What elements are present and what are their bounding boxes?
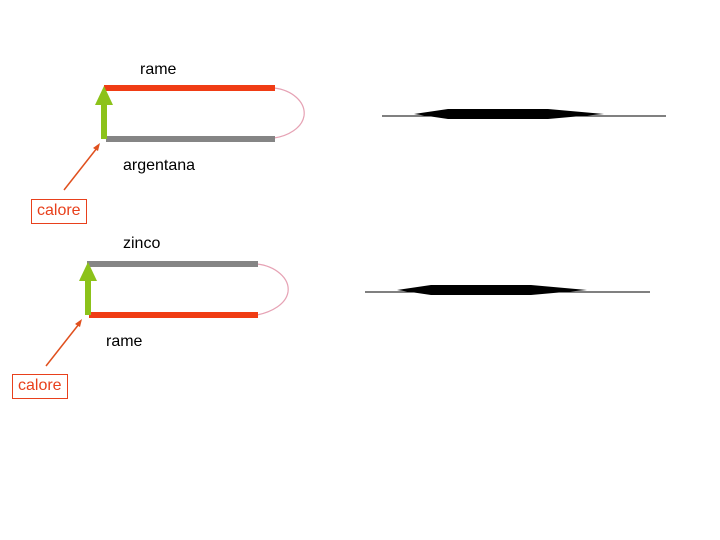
metal-label-rame-top: rame: [140, 61, 177, 78]
bending-arrow-head: [95, 86, 113, 105]
junction-loop: [273, 87, 305, 139]
galvanometer-needle-shape: [397, 285, 587, 295]
heat-label-box-1: calore: [31, 199, 87, 224]
metal-label-zinco: zinco: [123, 235, 161, 252]
metal-label-argentana: argentana: [123, 157, 196, 174]
bending-arrow-head: [79, 262, 97, 281]
heat-arrow-line: [45, 323, 80, 367]
heat-label-box-2: calore: [12, 374, 68, 399]
heat-arrow-line: [63, 147, 98, 191]
galvanometer-needle-shape: [414, 109, 604, 119]
metal-label-rame-bottom: rame: [106, 333, 143, 350]
junction-loop: [256, 263, 289, 316]
thermocouple-panel-1: [63, 85, 666, 191]
heat-arrow-head: [75, 319, 82, 327]
heat-arrow-head: [93, 143, 100, 151]
thermocouple-panel-2: [45, 261, 650, 367]
